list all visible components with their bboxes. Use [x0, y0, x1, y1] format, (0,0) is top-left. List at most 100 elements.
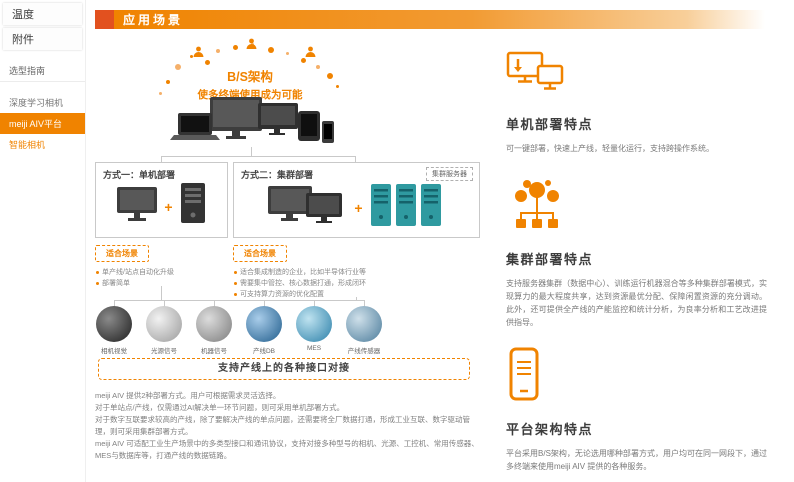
interface-label: 产线DB: [252, 348, 276, 355]
sidebar-item-selection-guide[interactable]: 选型指南: [0, 60, 85, 82]
plus-sign: +: [164, 198, 173, 215]
interface-item-camera: 相机视觉: [86, 306, 142, 355]
sidebar-item-accessories[interactable]: 附件: [3, 28, 82, 50]
connector-line: [164, 300, 165, 308]
section-title: 单机部署特点: [506, 117, 594, 132]
sidebar-item-meiji-aiv-platform[interactable]: meiji AIV平台: [0, 113, 85, 134]
bullet-text: 单产线/站点自动化升级: [102, 269, 174, 276]
sidebar-separator: [0, 50, 85, 60]
feature-column: 单机部署特点 可一键部署，快速上产线，轻量化运行，支持跨操作系统。: [506, 50, 767, 482]
interface-item-machine: 机器信号: [186, 306, 242, 355]
cluster-server-label: 集群服务器: [426, 167, 473, 181]
production-db-icon: [246, 306, 282, 342]
bullet-dot: [234, 271, 237, 274]
sidebar-item-smart-camera[interactable]: 智能相机: [9, 140, 46, 150]
machine-signal-icon: [196, 306, 232, 342]
decor-dot: [268, 47, 274, 53]
connector-line: [364, 300, 365, 308]
connector-line: [161, 156, 356, 157]
bullet-text: 部署简单: [102, 280, 130, 287]
dual-monitor-icon: [268, 184, 348, 231]
page-header: 应用场景: [95, 10, 765, 29]
bullet-dot: [234, 282, 237, 285]
section-title: 集群部署特点: [506, 252, 594, 267]
decor-dot: [166, 80, 170, 84]
person-icon: [305, 44, 316, 62]
camera-vision-icon: [96, 306, 132, 342]
pc-tower-icon: [179, 183, 207, 230]
bullet-dot: [234, 293, 237, 296]
decor-dot: [327, 73, 333, 79]
decor-dot: [316, 65, 320, 69]
paragraph: meiji AIV 提供2种部署方式。用户可根据需求灵活选择。: [95, 391, 281, 400]
sidebar: 温度 附件 选型指南 深度学习相机 meiji AIV平台 智能相机: [0, 0, 86, 482]
scene-bullet: 需要集中管控、核心数据打通，形成闭环: [234, 278, 480, 289]
person-icon: [193, 44, 204, 62]
paragraph: meiji AIV 可适配工业生产场景中的多类型接口和通讯协议，支持对接多种型号…: [95, 439, 479, 460]
header-bar: 应用场景: [114, 10, 765, 29]
method1-scene: 适合场景 单产线/站点自动化升级 部署简单: [95, 243, 228, 289]
interface-label: 产线传感器: [347, 348, 381, 355]
interface-item-sensor: 产线传感器: [336, 306, 392, 355]
paragraph: 对于单站点/产线，仅需通过AI解决单一环节问题，则可采用单机部署方式。: [95, 403, 345, 412]
decor-dot: [216, 49, 220, 53]
method1-scene-bullets: 单产线/站点自动化升级 部署简单: [96, 267, 228, 289]
interface-item-db: 产线DB: [236, 306, 292, 355]
page-title: 应用场景: [123, 13, 184, 27]
feature-section-cluster-deploy: 集群部署特点 支持服务器集群（数据中心）、训练运行机器混合等多种集群部署模式，实…: [506, 179, 767, 329]
plus-sign: +: [354, 199, 363, 216]
line-sensor-icon: [346, 306, 382, 342]
bullet-text: 需要集中管控、核心数据打通，形成闭环: [240, 280, 366, 287]
interface-label: 光源信号: [151, 348, 177, 355]
interface-label: 相机视觉: [101, 348, 127, 355]
cluster-deploy-icon: [506, 179, 767, 238]
bullet-text: 可支持算力资源的优化配置: [240, 291, 324, 298]
connector-line: [161, 156, 162, 162]
connector-line: [114, 300, 115, 308]
bullet-dot: [96, 271, 99, 274]
method2-title: 方式二：集群部署: [241, 170, 314, 180]
decor-dot: [175, 64, 181, 70]
connector-line: [355, 156, 356, 162]
method2-scene: 适合场景 适合集成制造的企业，比如半导体行业等 需要集中管控、核心数据打通，形成…: [233, 243, 480, 300]
interface-label: 机器信号: [201, 348, 227, 355]
decor-dot: [301, 58, 306, 63]
method2-box: 方式二：集群部署 集群服务器 +: [233, 162, 480, 238]
scene-bullet: 可支持算力资源的优化配置: [234, 289, 480, 300]
section-text: 可一键部署，快速上产线，轻量化运行，支持跨操作系统。: [506, 144, 714, 153]
decor-dot: [233, 45, 238, 50]
decor-dot: [286, 52, 289, 55]
interface-item-mes: MES: [286, 306, 342, 352]
connector-line: [214, 300, 215, 308]
monitor-icon: [116, 184, 158, 229]
scene-bullet: 部署简单: [96, 278, 228, 289]
connector-line: [161, 286, 162, 300]
connector-line: [314, 300, 315, 308]
feature-section-single-deploy: 单机部署特点 可一键部署，快速上产线，轻量化运行，支持跨操作系统。: [506, 50, 767, 155]
interface-item-light: 光源信号: [136, 306, 192, 355]
multi-terminal-devices-icon: [170, 97, 334, 152]
sidebar-item-temperature[interactable]: 温度: [3, 3, 82, 25]
bs-architecture-title: B/S架构: [227, 70, 273, 84]
method2-icons: +: [234, 183, 479, 232]
method2-scene-bullets: 适合集成制造的企业，比如半导体行业等 需要集中管控、核心数据打通，形成闭环 可支…: [234, 267, 480, 300]
section-text: 支持服务器集群（数据中心）、训练运行机器混合等多种集群部署模式，实现算力的最大程…: [506, 279, 767, 327]
method1-box: 方式一：单机部署 +: [95, 162, 228, 238]
connector-line: [356, 297, 357, 300]
server-rack-icon: [369, 183, 445, 232]
sidebar-separator: [0, 82, 85, 92]
decor-dot: [159, 92, 162, 95]
sidebar-item-deep-learning-camera[interactable]: 深度学习相机: [9, 98, 64, 108]
feature-section-platform: 平台架构特点 平台采用B/S架构，无论选用哪种部署方式，用户均可在同一网段下，通…: [506, 347, 767, 473]
decor-dot: [205, 60, 210, 65]
header-accent-square: [95, 10, 114, 29]
single-deploy-icon: [506, 50, 767, 103]
platform-mobile-icon: [506, 347, 767, 408]
method1-title: 方式一：单机部署: [103, 170, 176, 180]
light-signal-icon: [146, 306, 182, 342]
interface-banner: 支持产线上的各种接口对接: [98, 358, 470, 380]
decor-dot: [336, 85, 339, 88]
method1-icons: +: [96, 183, 227, 230]
connector-line: [251, 147, 252, 156]
paragraph: 对于数字互联要求较高的产线，除了要解决产线的单点问题，还需要将全厂数据打通，形成…: [95, 415, 470, 436]
